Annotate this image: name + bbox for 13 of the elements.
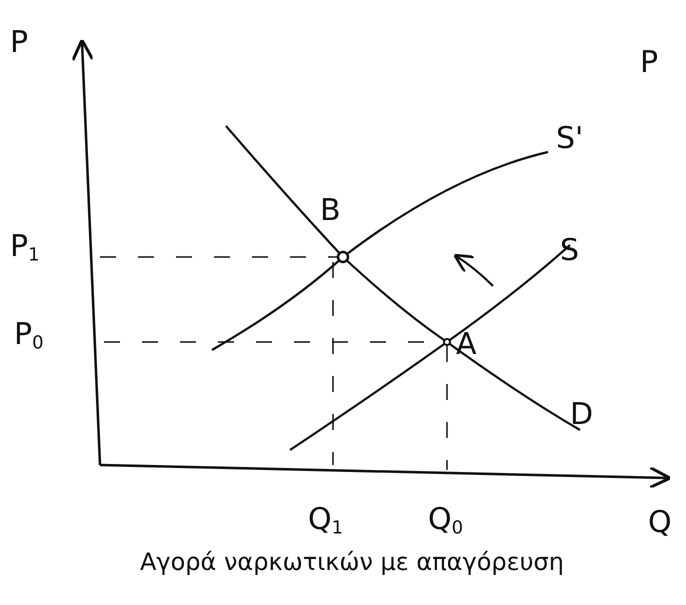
axis-label: P — [10, 28, 28, 58]
axis-label: Q — [648, 508, 672, 538]
axis-label: A — [456, 330, 477, 360]
axis-label: P — [640, 48, 658, 78]
axis-label: P$_{1}$ — [10, 232, 40, 264]
axis-label: S — [560, 236, 580, 266]
caption: Αγορά ναρκωτικών με απαγόρευση — [140, 548, 564, 576]
axis-label: S' — [556, 124, 584, 154]
axis-label: B — [320, 196, 341, 226]
axis-label: Q$_{0}$ — [428, 505, 464, 538]
axis-label: Q$_{1}$ — [308, 505, 344, 538]
axis-label: P$_{0}$ — [14, 320, 44, 352]
axis-label: D — [570, 400, 594, 430]
